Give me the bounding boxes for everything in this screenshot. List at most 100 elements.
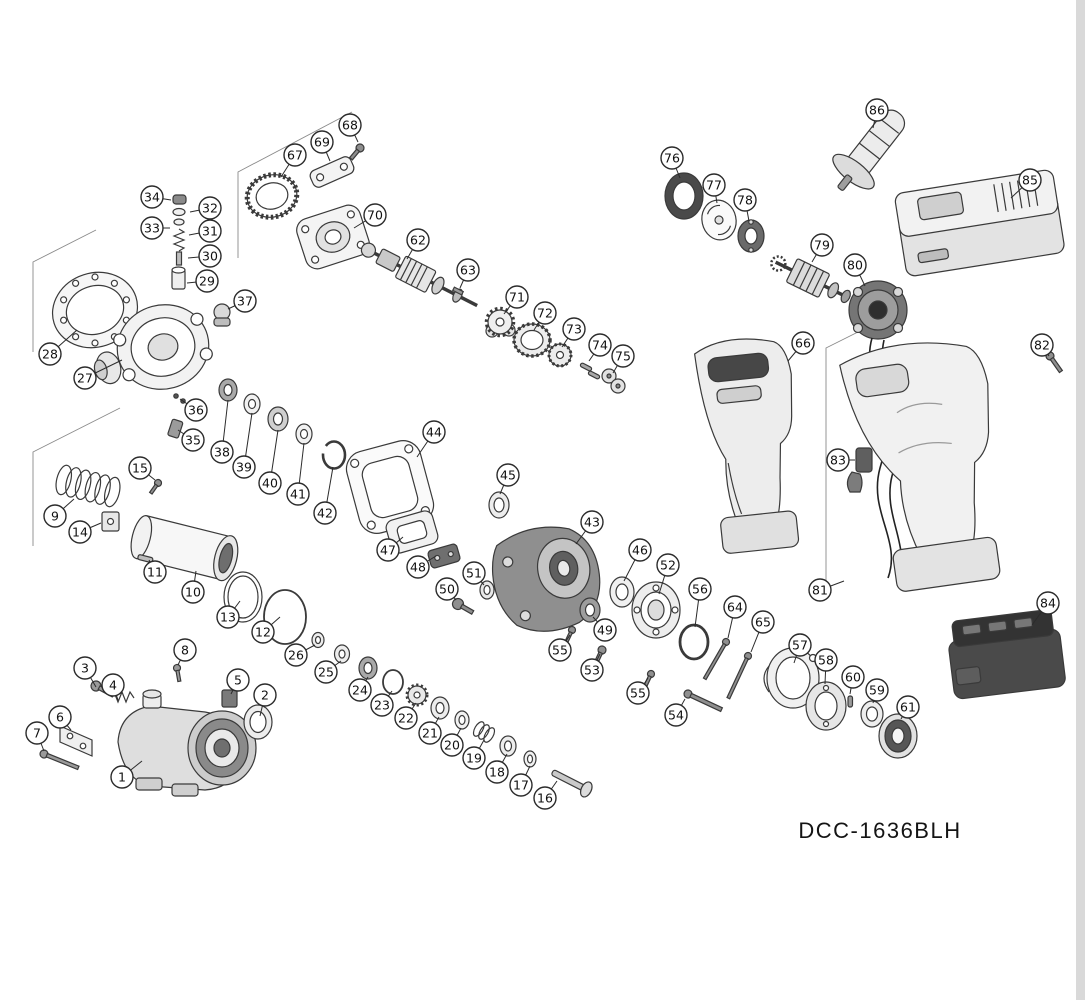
callout-86: 86 (865, 98, 889, 129)
callout-16: 16 (533, 780, 558, 810)
svg-text:24: 24 (352, 683, 368, 698)
svg-text:81: 81 (812, 583, 828, 598)
part-85-charger (894, 169, 1065, 277)
callout-55: 55 (626, 677, 650, 705)
part-74-pins (579, 362, 601, 380)
svg-text:37: 37 (237, 294, 253, 309)
part-65-screw (726, 651, 753, 700)
part-83-switch (846, 447, 873, 493)
part-52-flange (631, 581, 681, 639)
svg-text:72: 72 (537, 306, 553, 321)
svg-text:69: 69 (314, 135, 330, 150)
callout-58: 58 (814, 648, 838, 685)
svg-text:18: 18 (489, 765, 505, 780)
part-82-screw (1045, 351, 1064, 374)
svg-text:51: 51 (466, 566, 482, 581)
part-22-gear (405, 683, 429, 707)
part-68-screw (348, 143, 365, 161)
part-12-ring (263, 589, 307, 645)
part-15-screw (148, 478, 163, 495)
callout-6: 6 (48, 705, 72, 731)
part-47-guide-block (385, 510, 439, 554)
callout-70: 70 (353, 203, 387, 229)
callout-20: 20 (440, 727, 464, 757)
svg-text:43: 43 (584, 515, 600, 530)
callout-60: 60 (841, 665, 865, 695)
part-2-ring (243, 704, 273, 740)
callout-82: 82 (1030, 333, 1054, 357)
callout-53: 53 (580, 653, 604, 682)
svg-text:17: 17 (513, 778, 529, 793)
callout-32: 32 (189, 196, 222, 220)
svg-text:60: 60 (845, 670, 861, 685)
svg-text:1: 1 (118, 770, 126, 785)
callout-56: 56 (688, 577, 712, 628)
svg-text:63: 63 (460, 263, 476, 278)
part-24-bearing (358, 656, 378, 680)
svg-text:41: 41 (290, 487, 306, 502)
callout-55: 55 (548, 634, 572, 662)
svg-text:4: 4 (109, 678, 117, 693)
svg-text:75: 75 (615, 349, 631, 364)
part-59-ring (860, 700, 884, 728)
svg-text:42: 42 (317, 506, 333, 521)
part-6-bracket (59, 725, 93, 757)
svg-text:34: 34 (144, 190, 160, 205)
part-20-washer (454, 710, 470, 730)
callout-65: 65 (750, 610, 775, 653)
part-56-o-ring (678, 623, 710, 661)
part-17-washer (523, 750, 537, 768)
callout-54: 54 (664, 698, 688, 727)
callout-76: 76 (660, 146, 684, 179)
svg-text:71: 71 (509, 290, 525, 305)
part-13-ring (223, 571, 263, 623)
part-1-gear-housing (117, 689, 257, 797)
svg-text:83: 83 (830, 453, 846, 468)
svg-text:57: 57 (792, 638, 808, 653)
callout-5: 5 (226, 668, 250, 695)
callout-12: 12 (251, 616, 281, 644)
svg-text:47: 47 (380, 543, 396, 558)
part-81-housing-rear (839, 342, 1001, 592)
svg-text:84: 84 (1040, 596, 1056, 611)
svg-text:79: 79 (814, 238, 830, 253)
part-38-bearing (218, 378, 238, 402)
callout-75: 75 (611, 344, 635, 374)
part-46-retainer (609, 576, 635, 608)
svg-text:85: 85 (1022, 173, 1038, 188)
part-27-gear-housing (93, 304, 213, 390)
callout-22: 22 (394, 702, 418, 730)
part-5-block (221, 689, 238, 708)
part-16-shaft (551, 769, 593, 798)
part-79-rotor (770, 255, 851, 304)
callout-1: 1 (110, 760, 143, 789)
svg-text:66: 66 (795, 336, 811, 351)
svg-text:27: 27 (77, 371, 93, 386)
svg-text:45: 45 (500, 468, 516, 483)
svg-text:33: 33 (144, 221, 160, 236)
callout-8: 8 (173, 638, 197, 666)
callout-64: 64 (723, 595, 747, 639)
part-29-34-valve-stack (171, 194, 187, 290)
callout-43: 43 (575, 510, 604, 545)
callout-66: 66 (787, 331, 815, 362)
callout-9: 9 (43, 498, 75, 528)
svg-text:82: 82 (1034, 338, 1050, 353)
callout-14: 14 (68, 520, 102, 544)
svg-text:61: 61 (900, 700, 916, 715)
part-64-screw (702, 637, 731, 681)
svg-text:8: 8 (181, 643, 189, 658)
svg-text:67: 67 (287, 148, 303, 163)
svg-text:55: 55 (630, 686, 646, 701)
part-73-gear (547, 342, 573, 368)
part-21-washer (430, 696, 450, 720)
callout-63: 63 (456, 258, 480, 289)
svg-text:32: 32 (202, 201, 218, 216)
part-49-bearing (579, 597, 601, 623)
svg-text:20: 20 (444, 738, 460, 753)
callout-11: 11 (143, 559, 167, 584)
part-39-washer (243, 393, 261, 415)
part-10-cylinder (130, 515, 239, 582)
part-45-washer (488, 491, 510, 519)
part-8-screw (172, 663, 182, 683)
